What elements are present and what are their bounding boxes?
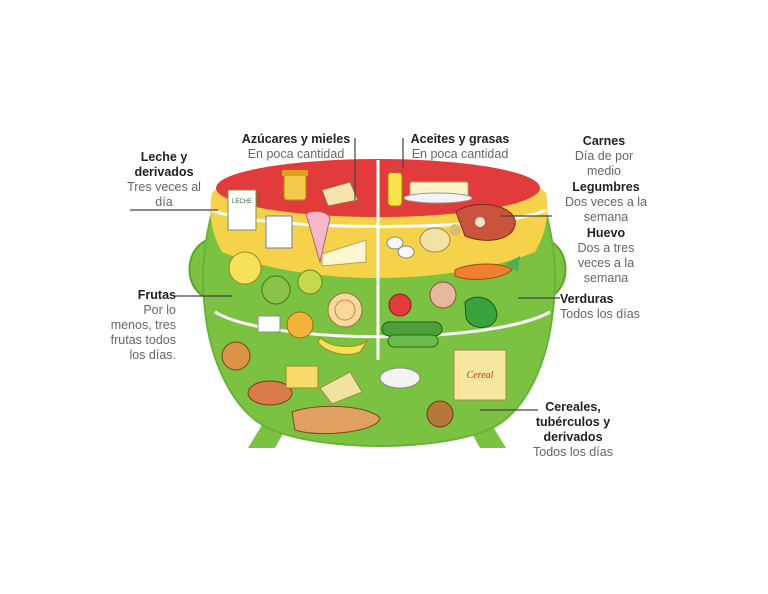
- label-huevo: Huevo Dos a tres veces a la semana: [556, 226, 656, 286]
- huevo-desc-1: Dos a tres: [577, 241, 635, 255]
- leche-desc-2: día: [155, 195, 173, 209]
- label-frutas: Frutas Por lo menos, tres frutas todos l…: [92, 288, 176, 363]
- label-legumbres: Legumbres Dos veces a la semana: [556, 180, 656, 225]
- cereal-foods: Cereal: [221, 341, 507, 435]
- huevo-desc-2: veces a la: [577, 256, 635, 270]
- frutas-desc-1: Por lo: [143, 303, 176, 317]
- leche-desc-1: Tres veces al: [127, 180, 201, 194]
- azucares-desc: En poca cantidad: [247, 147, 345, 161]
- label-aceites: Aceites y grasas En poca cantidad: [402, 132, 518, 162]
- leader-lines: [130, 138, 560, 411]
- leche-title-2: derivados: [134, 165, 194, 179]
- label-verduras: Verduras Todos los días: [560, 292, 670, 322]
- frutas-desc-4: los días.: [129, 348, 176, 362]
- frutas-desc-3: frutas todos: [110, 333, 176, 347]
- label-leche: Leche y derivados Tres veces al día: [118, 150, 210, 210]
- carnes-desc-1: Día de por: [574, 149, 634, 163]
- leche-title-1: Leche y: [140, 150, 188, 164]
- huevo-title: Huevo: [586, 226, 626, 240]
- frutas-desc-2: menos, tres: [110, 318, 176, 332]
- carnes-title: Carnes: [582, 134, 626, 148]
- label-carnes: Carnes Día de por medio: [556, 134, 652, 179]
- verduras-desc: Todos los días: [560, 307, 640, 321]
- frutas-title: Frutas: [137, 288, 176, 302]
- protein-foods: [386, 203, 516, 259]
- cereales-title-2: tubérculos y: [535, 415, 611, 429]
- huevo-desc-3: semana: [583, 271, 629, 285]
- cereales-title-3: derivados: [543, 430, 603, 444]
- cereales-desc: Todos los días: [533, 445, 613, 459]
- oil-foods: [387, 164, 473, 207]
- legumbres-desc-2: semana: [583, 210, 629, 224]
- label-azucares: Azúcares y mieles En poca cantidad: [236, 132, 356, 162]
- carnes-desc-2: medio: [586, 164, 622, 178]
- fruit-foods: [228, 251, 369, 355]
- cereales-title-1: Cereales,: [545, 400, 601, 414]
- verduras-title: Verduras: [560, 292, 614, 306]
- leche-carton-label: LECHE: [232, 199, 252, 205]
- dairy-foods: LECHE: [227, 189, 367, 267]
- azucares-title: Azúcares y mieles: [241, 132, 351, 146]
- vegetable-foods: [381, 256, 520, 348]
- legumbres-desc-1: Dos veces a la: [565, 195, 647, 209]
- cereal-box-label: Cereal: [467, 370, 494, 381]
- legumbres-title: Legumbres: [572, 180, 640, 194]
- aceites-desc: En poca cantidad: [411, 147, 509, 161]
- label-cereales: Cereales, tubérculos y derivados Todos l…: [520, 400, 626, 460]
- aceites-title: Aceites y grasas: [410, 132, 510, 146]
